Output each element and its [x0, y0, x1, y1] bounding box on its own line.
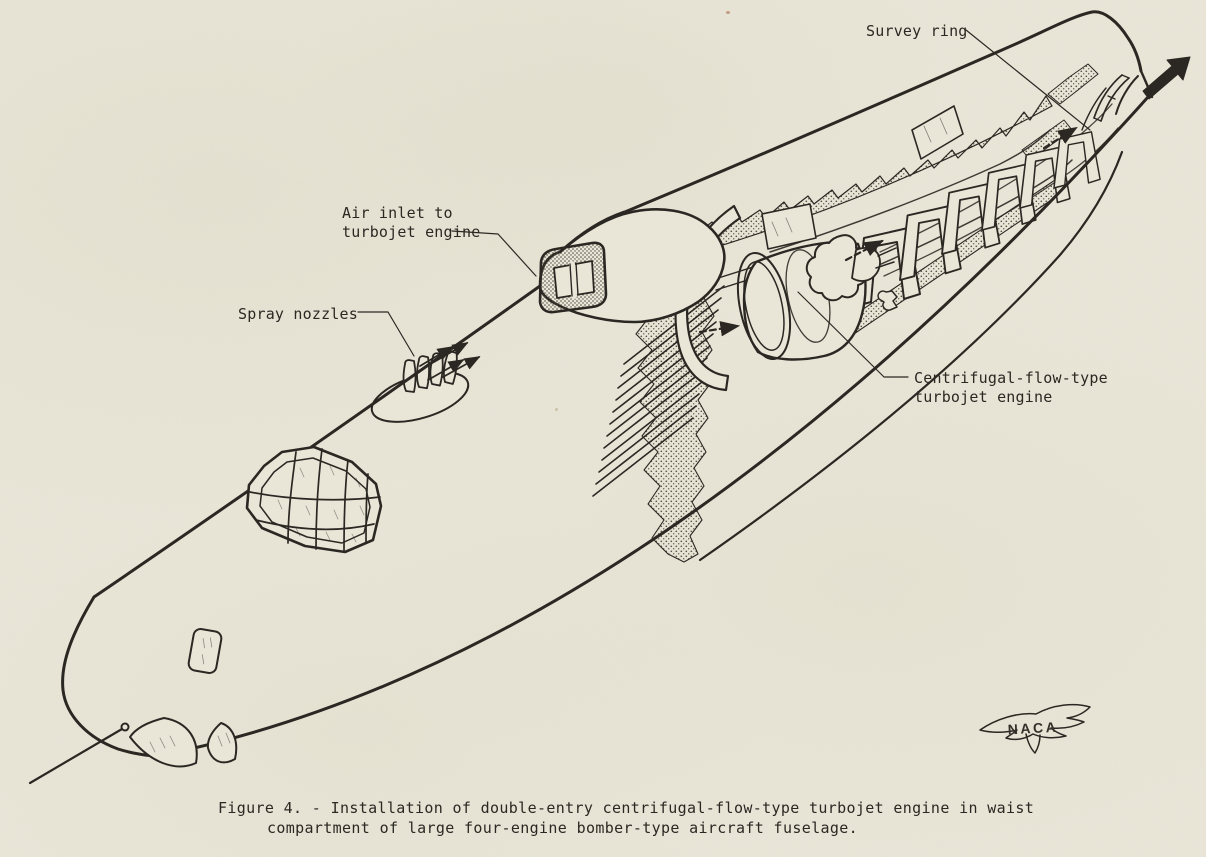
exhaust-direction-arrow-icon: [1142, 56, 1191, 100]
label-engine-line2: turbojet engine: [914, 388, 1053, 406]
chin-window-hatching: [149, 732, 231, 753]
inlet-divider-edges: [569, 262, 579, 297]
label-engine-line1: Centrifugal-flow-type: [914, 369, 1108, 387]
label-survey-ring: Survey ring: [866, 22, 968, 40]
chin-window-right: [206, 722, 238, 764]
leader-spray-nozzles: [357, 311, 415, 357]
naca-logo-icon: [979, 703, 1091, 754]
label-leader-lines: [357, 29, 1091, 378]
flow-arrow-arch: [698, 321, 741, 337]
flow-arrow-tailpipe: [1042, 126, 1078, 150]
lower-fuselage-line: [156, 95, 1150, 758]
flow-arrow-engine: [844, 239, 884, 262]
engine-front-ring-inner: [743, 261, 785, 351]
nose-details: [28, 627, 238, 785]
inlet-divider: [569, 261, 577, 299]
nose-boom: [28, 727, 124, 785]
tailpipe-upper-line: [769, 129, 1051, 253]
chin-window-left: [129, 717, 198, 768]
paper-speck: [726, 11, 730, 14]
survey-ring-arc2: [1100, 77, 1130, 122]
duct-access-panel: [761, 105, 964, 250]
engine-front-ring: [736, 251, 792, 361]
leader-air-inlet: [451, 230, 537, 277]
turbojet-engine: [736, 234, 897, 361]
boom-knob: [120, 722, 130, 732]
leader-survey-ring: [965, 29, 1091, 131]
air-inlet-scoop: [538, 208, 726, 324]
side-window: [187, 627, 223, 675]
tail-stipple-patch: [1047, 63, 1099, 105]
tailpipe-tube-line: [879, 103, 1113, 253]
label-spray-nozzles: Spray nozzles: [238, 305, 358, 323]
exit-lip: [1115, 75, 1139, 115]
leader-engine: [797, 291, 909, 378]
cut-floor-line: [698, 150, 1124, 562]
tailpipe-tube-line2: [883, 127, 1119, 277]
figure-caption-line1: Figure 4. - Installation of double-entry…: [218, 799, 1035, 817]
paper-speck: [555, 408, 558, 411]
inlet-hump-edge: [558, 210, 626, 254]
label-air-inlet-line2: turbojet engine: [342, 223, 481, 241]
bracket-fitting: [877, 290, 898, 311]
tailpipe-seam: [1081, 87, 1107, 131]
tail-survey-ring: [1081, 69, 1154, 131]
canopy: [245, 445, 383, 554]
canopy-grid: [249, 448, 381, 552]
figure-caption-line2: compartment of large four-engine bomber-…: [267, 819, 858, 837]
spine-line: [618, 10, 1143, 216]
canopy-glass-hatching: [277, 465, 365, 543]
survey-ring-ticks: [1093, 74, 1130, 122]
nose-outline: [61, 595, 160, 758]
survey-ring-arc1: [1093, 74, 1123, 119]
spray-nozzle-assembly: [370, 342, 481, 423]
canopy-inner: [259, 457, 371, 544]
label-air-inlet-line1: Air inlet to: [342, 204, 453, 222]
